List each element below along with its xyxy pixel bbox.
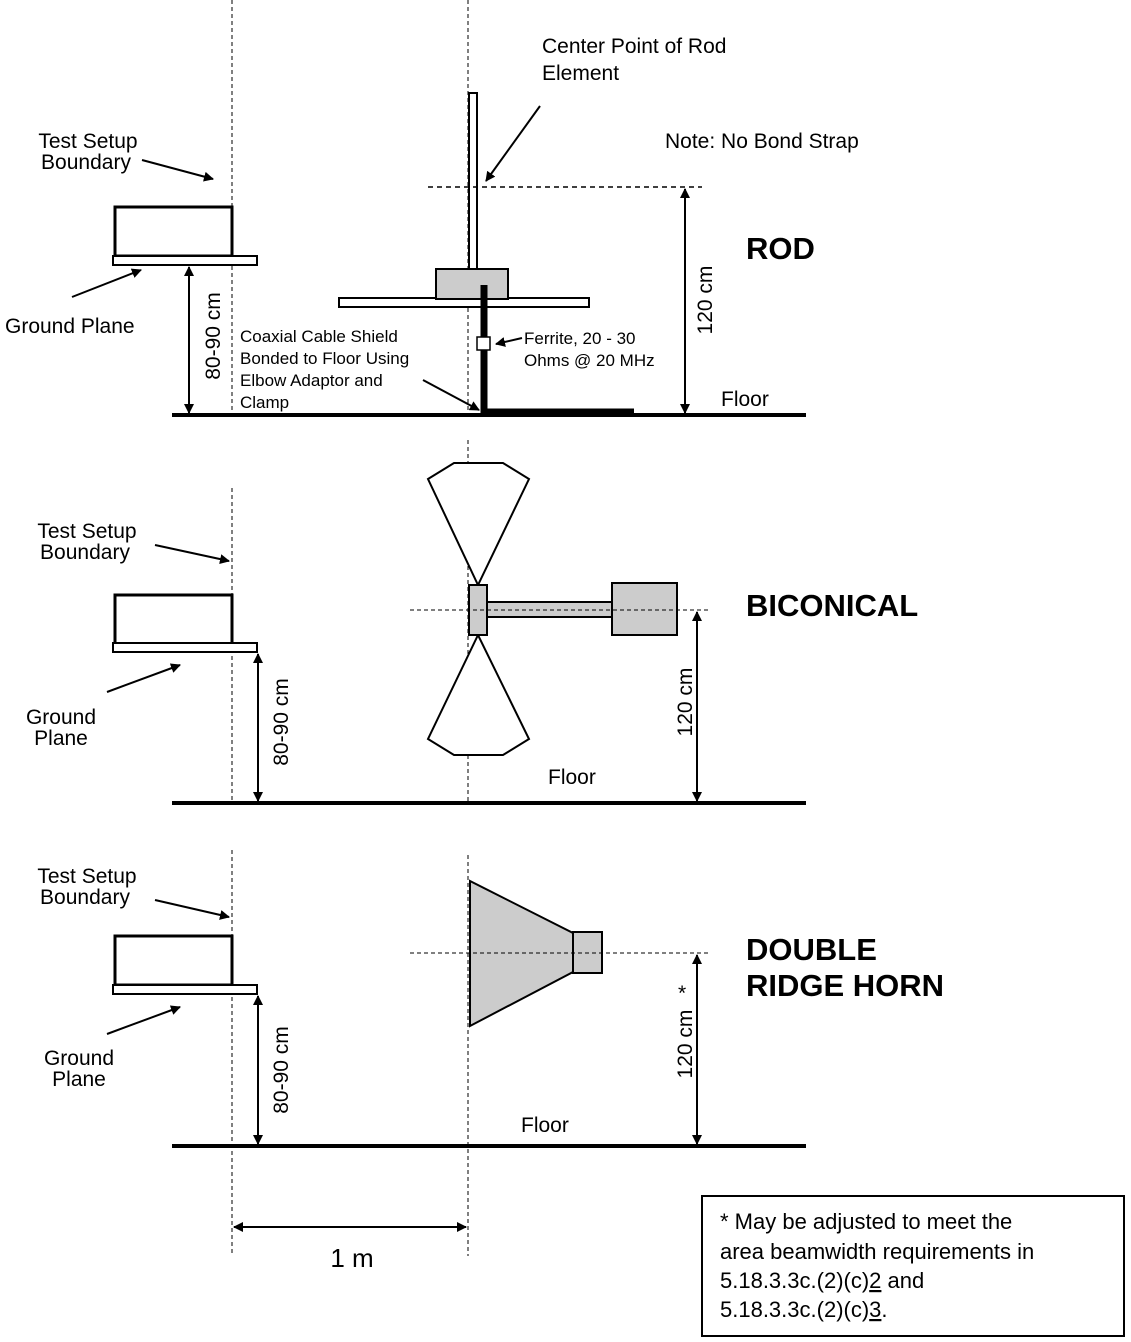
bicon-boundary-arrow <box>154 544 230 564</box>
rod-boundary-label-1: Test Setup <box>38 130 137 153</box>
horn-ground-label-1: Ground <box>44 1047 114 1070</box>
bicon-ground-plane <box>112 642 258 653</box>
bicon-gp-height-label: 80-90 cm <box>270 678 293 766</box>
footnote-line-4-ul: 3 <box>869 1297 881 1322</box>
horn-floor-label: Floor <box>521 1114 569 1137</box>
rod-ground-plane <box>112 255 258 266</box>
rod-section: Center Point of Rod Element Note: No Bon… <box>5 35 859 417</box>
distance-label: 1 m <box>330 1243 373 1273</box>
horn-boundary-label-2: Boundary <box>40 886 130 909</box>
rod-coax-label-1: Coaxial Cable Shield <box>240 327 398 346</box>
horn-ground-plane <box>112 984 258 995</box>
horn-boundary-label-1: Test Setup <box>37 865 136 888</box>
bicon-floor-label: Floor <box>548 766 596 789</box>
horn-title-1: DOUBLE <box>746 932 877 967</box>
rod-eut-box <box>113 205 234 258</box>
rod-base-box <box>435 268 509 300</box>
bicon-boundary-label-1: Test Setup <box>37 520 136 543</box>
footnote-line-4-ref: 5.18.3.3c.(2)(c) <box>720 1297 869 1322</box>
horn-title-2: RIDGE HORN <box>746 968 944 1003</box>
bicon-eut-box <box>113 593 234 646</box>
rod-center-point-label-2: Element <box>542 62 619 85</box>
rod-center-point-arrow <box>485 105 541 182</box>
footnote-line-1: * May be adjusted to meet the <box>720 1209 1012 1234</box>
footnote-line-3-ul: 2 <box>869 1268 881 1293</box>
bicon-ground-plane-arrow <box>106 663 181 693</box>
horn-ground-plane-arrow <box>106 1005 181 1035</box>
rod-floor-label: Floor <box>721 388 769 411</box>
bicon-ant-height-label: 120 cm <box>674 668 697 737</box>
rod-boundary-label-2: Boundary <box>41 151 131 174</box>
rod-coax-label-4: Clamp <box>240 393 289 412</box>
footnote-line-2: area beamwidth requirements in <box>720 1239 1034 1264</box>
rod-title: ROD <box>746 231 815 266</box>
bicon-upper-cone <box>426 462 531 588</box>
bicon-title: BICONICAL <box>746 588 918 623</box>
footnote-box: * May be adjusted to meet the area beamw… <box>701 1195 1125 1337</box>
horn-eut-box <box>113 934 234 987</box>
rod-center-point-label-1: Center Point of Rod <box>542 35 726 58</box>
bicon-ground-label-2: Plane <box>34 727 88 750</box>
rod-gp-height-label: 80-90 cm <box>202 292 225 380</box>
rod-boundary-arrow <box>141 159 214 182</box>
rod-ferrite-label-1: Ferrite, 20 - 30 <box>524 329 636 348</box>
rod-coax-arrow <box>422 379 480 411</box>
horn-asterisk: * <box>678 982 686 1005</box>
footnote-line-3-post: and <box>881 1268 924 1293</box>
footnote-line-4-post: . <box>881 1297 887 1322</box>
biconical-section: Test Setup Boundary Ground Plane 80-90 c… <box>26 462 918 805</box>
rod-ground-plane-arrow <box>71 268 142 298</box>
footnote-line-3: 5.18.3.3c.(2)(c)2 and <box>720 1268 924 1293</box>
rod-note: Note: No Bond Strap <box>665 130 859 153</box>
footnote-line-3-ref: 5.18.3.3c.(2)(c) <box>720 1268 869 1293</box>
rod-coax-label-3: Elbow Adaptor and <box>240 371 383 390</box>
rod-ground-plane-label: Ground Plane <box>5 315 135 338</box>
horn-ant-height-label: 120 cm <box>674 1010 697 1079</box>
bicon-balun <box>611 582 678 636</box>
bicon-ground-label-1: Ground <box>26 706 96 729</box>
footnote-line-4: 5.18.3.3c.(2)(c)3. <box>720 1297 888 1322</box>
footnote-border <box>701 1195 1125 1337</box>
bicon-boundary-label-2: Boundary <box>40 541 130 564</box>
rod-ferrite-label-2: Ohms @ 20 MHz <box>524 351 655 370</box>
rod-coax-label-2: Bonded to Floor Using <box>240 349 409 368</box>
horn-gp-height-label: 80-90 cm <box>270 1026 293 1114</box>
bicon-lower-cone <box>426 632 531 756</box>
bicon-hub <box>468 584 488 636</box>
horn-boundary-arrow <box>154 899 230 920</box>
horn-ground-label-2: Plane <box>52 1068 106 1091</box>
rod-ferrite-arrow <box>495 337 523 347</box>
horn-section: Test Setup Boundary Ground Plane 80-90 c… <box>37 865 944 1148</box>
rod-element <box>468 92 478 271</box>
rod-ferrite <box>476 336 491 351</box>
rod-ant-height-label: 120 cm <box>694 266 717 335</box>
